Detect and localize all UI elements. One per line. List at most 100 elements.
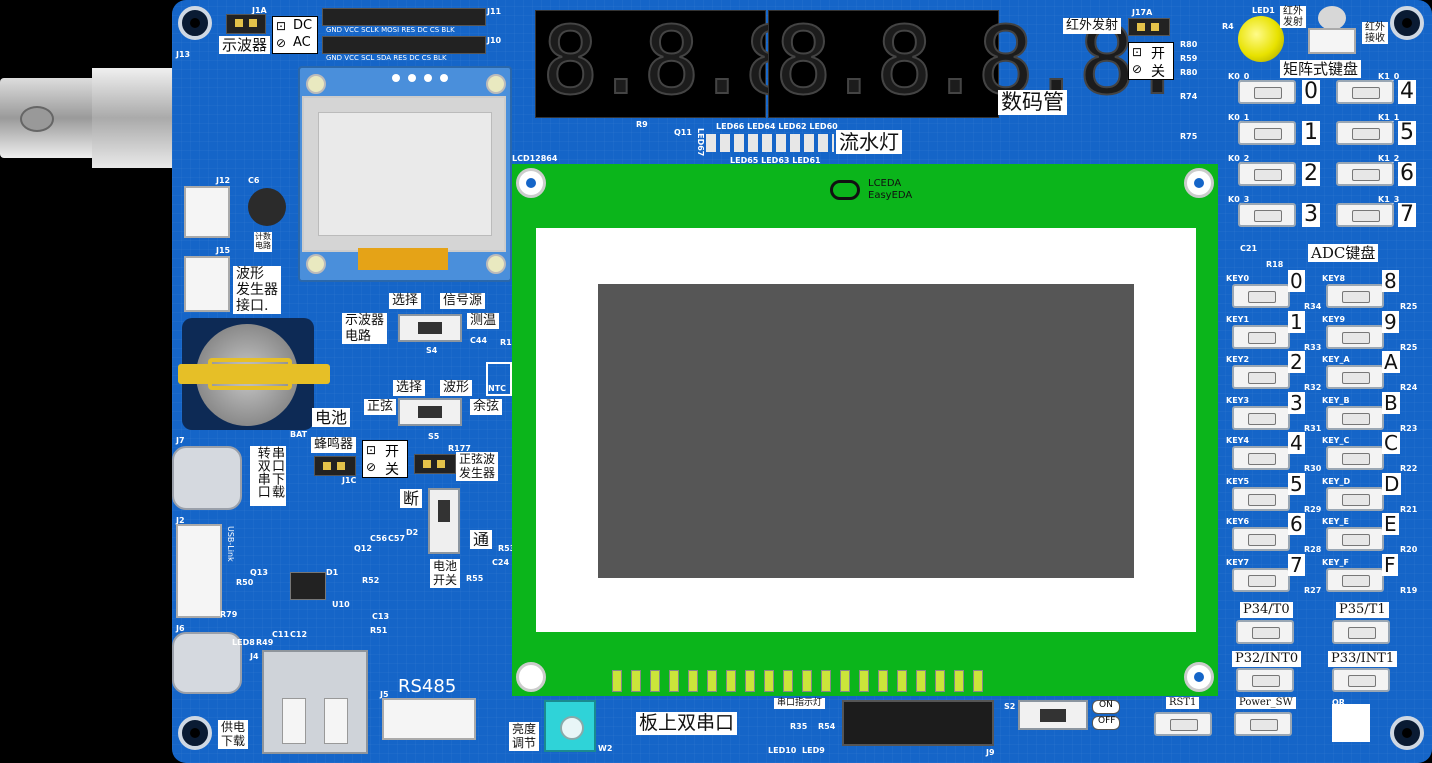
lcd-pin — [783, 670, 793, 692]
r53-label: R53 — [498, 544, 516, 553]
on-text-2: 开 — [1151, 46, 1165, 62]
r35-label: R35 — [790, 722, 808, 731]
dc-text: DC — [293, 18, 313, 33]
adc-key-right[interactable] — [1326, 284, 1384, 308]
p33-button[interactable] — [1332, 668, 1390, 692]
adc-key-left[interactable] — [1232, 284, 1290, 308]
lcd-bezel — [536, 228, 1196, 632]
buzzer-part — [248, 188, 286, 226]
matrix-key-id-right: K1_3 — [1378, 195, 1400, 204]
matrix-key-right[interactable] — [1336, 162, 1394, 186]
lcd-pin — [840, 670, 850, 692]
power-sw-label: Power_SW — [1236, 697, 1296, 709]
p32-button[interactable] — [1236, 668, 1294, 692]
adc-key-left[interactable] — [1232, 324, 1290, 349]
adc-key-left[interactable] — [1232, 567, 1290, 592]
lcd-pin — [612, 670, 622, 692]
adc-resistor-right: R22 — [1400, 464, 1418, 473]
adc-key-right[interactable] — [1326, 446, 1384, 470]
adc-resistor-left: R34 — [1304, 302, 1322, 311]
sine-gen-jumper[interactable] — [414, 454, 456, 474]
led1-label: LED1 — [1252, 6, 1275, 15]
usb-c-port-j6[interactable] — [172, 632, 242, 694]
j5-label: J5 — [380, 690, 389, 699]
d1-diode — [290, 572, 326, 600]
adc-key-left[interactable] — [1232, 405, 1290, 430]
mounting-hole — [1390, 6, 1424, 40]
adc-resistor-left: R27 — [1304, 585, 1322, 595]
matrix-key-left[interactable] — [1238, 121, 1296, 145]
w2-label: W2 — [598, 744, 613, 753]
adc-resistor-left: R28 — [1304, 545, 1322, 554]
ir-jumper[interactable] — [1128, 18, 1170, 36]
buzzer-jumper[interactable] — [314, 456, 356, 476]
j12-connector[interactable] — [184, 186, 230, 238]
adc-key-id-left: KEY5 — [1226, 476, 1250, 486]
brightness-pot[interactable] — [544, 700, 596, 752]
adc-resistor-left: R31 — [1304, 423, 1322, 433]
on-icon: ⊡ — [366, 443, 377, 457]
matrix-key-num-left: 3 — [1302, 202, 1320, 227]
j10-header[interactable] — [322, 36, 486, 54]
adc-key-left[interactable] — [1232, 486, 1290, 511]
j9-connector[interactable] — [842, 700, 994, 746]
oled-module — [298, 66, 512, 282]
connect-label: 通 — [470, 530, 493, 550]
power-sw-button[interactable] — [1234, 712, 1292, 736]
adc-key-right[interactable] — [1326, 365, 1384, 389]
adc-key-num-right: E — [1382, 512, 1399, 536]
lcd-pin — [821, 670, 831, 692]
matrix-key-right[interactable] — [1336, 203, 1394, 227]
j1a-jumper[interactable] — [226, 14, 266, 34]
battery-slide-switch[interactable] — [428, 488, 460, 554]
ir-send-label: 红外发射 — [1063, 18, 1122, 34]
usb-a-port-j4[interactable] — [262, 650, 368, 754]
adc-key-num-right: A — [1382, 350, 1400, 374]
s4-switch[interactable] — [398, 314, 462, 342]
matrix-key-left[interactable] — [1238, 203, 1296, 227]
on-indicator: ON — [1092, 700, 1120, 714]
adc-key-num-left: 0 — [1288, 269, 1305, 293]
adc-key-left[interactable] — [1232, 527, 1290, 551]
scope-circuit-label: 示波器 电路 — [342, 313, 388, 345]
adc-key-right[interactable] — [1326, 486, 1384, 511]
d1-label: D1 — [326, 568, 339, 577]
adc-key-right[interactable] — [1326, 527, 1384, 551]
adc-key-right[interactable] — [1326, 405, 1384, 430]
adc-key-num-right: 9 — [1382, 309, 1399, 334]
matrix-key-num-right: 6 — [1398, 161, 1416, 186]
usb-c-port-j7[interactable] — [172, 446, 242, 510]
easyeda-text: EasyEDA — [868, 190, 913, 201]
matrix-key-right[interactable] — [1336, 121, 1394, 145]
q11-label: Q11 — [674, 128, 692, 137]
rs485-connector[interactable] — [382, 698, 476, 740]
adc-key-id-right: KEY_A — [1322, 355, 1350, 364]
p35-button[interactable] — [1332, 620, 1390, 644]
adc-key-num-left: 7 — [1288, 552, 1305, 577]
rst-button[interactable] — [1154, 712, 1212, 736]
led-bottom-row-label: LED65 LED63 LED61 — [730, 156, 821, 165]
adc-key-id-left: KEY4 — [1226, 436, 1250, 445]
matrix-key-left[interactable] — [1238, 162, 1296, 186]
lcd-pin — [878, 670, 888, 692]
off-icon: ⊘ — [1132, 62, 1143, 76]
battery-holder — [178, 318, 330, 430]
adc-resistor-right: R25 — [1400, 342, 1418, 352]
matrix-key-right[interactable] — [1336, 80, 1394, 104]
adc-resistor-left: R30 — [1304, 464, 1322, 473]
j11-header[interactable] — [322, 8, 486, 26]
lcd-pin — [650, 670, 660, 692]
adc-key-left[interactable] — [1232, 446, 1290, 470]
c21-label: C21 — [1240, 244, 1258, 253]
break-label: 断 — [400, 489, 423, 509]
adc-key-left[interactable] — [1232, 365, 1290, 389]
adc-key-right[interactable] — [1326, 567, 1384, 592]
s2-power-switch[interactable] — [1018, 700, 1088, 730]
s5-switch[interactable] — [398, 398, 462, 426]
j15-connector[interactable] — [184, 256, 230, 312]
matrix-key-left[interactable] — [1238, 80, 1296, 104]
adc-key-right[interactable] — [1326, 324, 1384, 349]
p34-button[interactable] — [1236, 620, 1294, 644]
j2-connector[interactable] — [176, 524, 222, 618]
adc-key-id-right: KEY9 — [1322, 314, 1346, 324]
